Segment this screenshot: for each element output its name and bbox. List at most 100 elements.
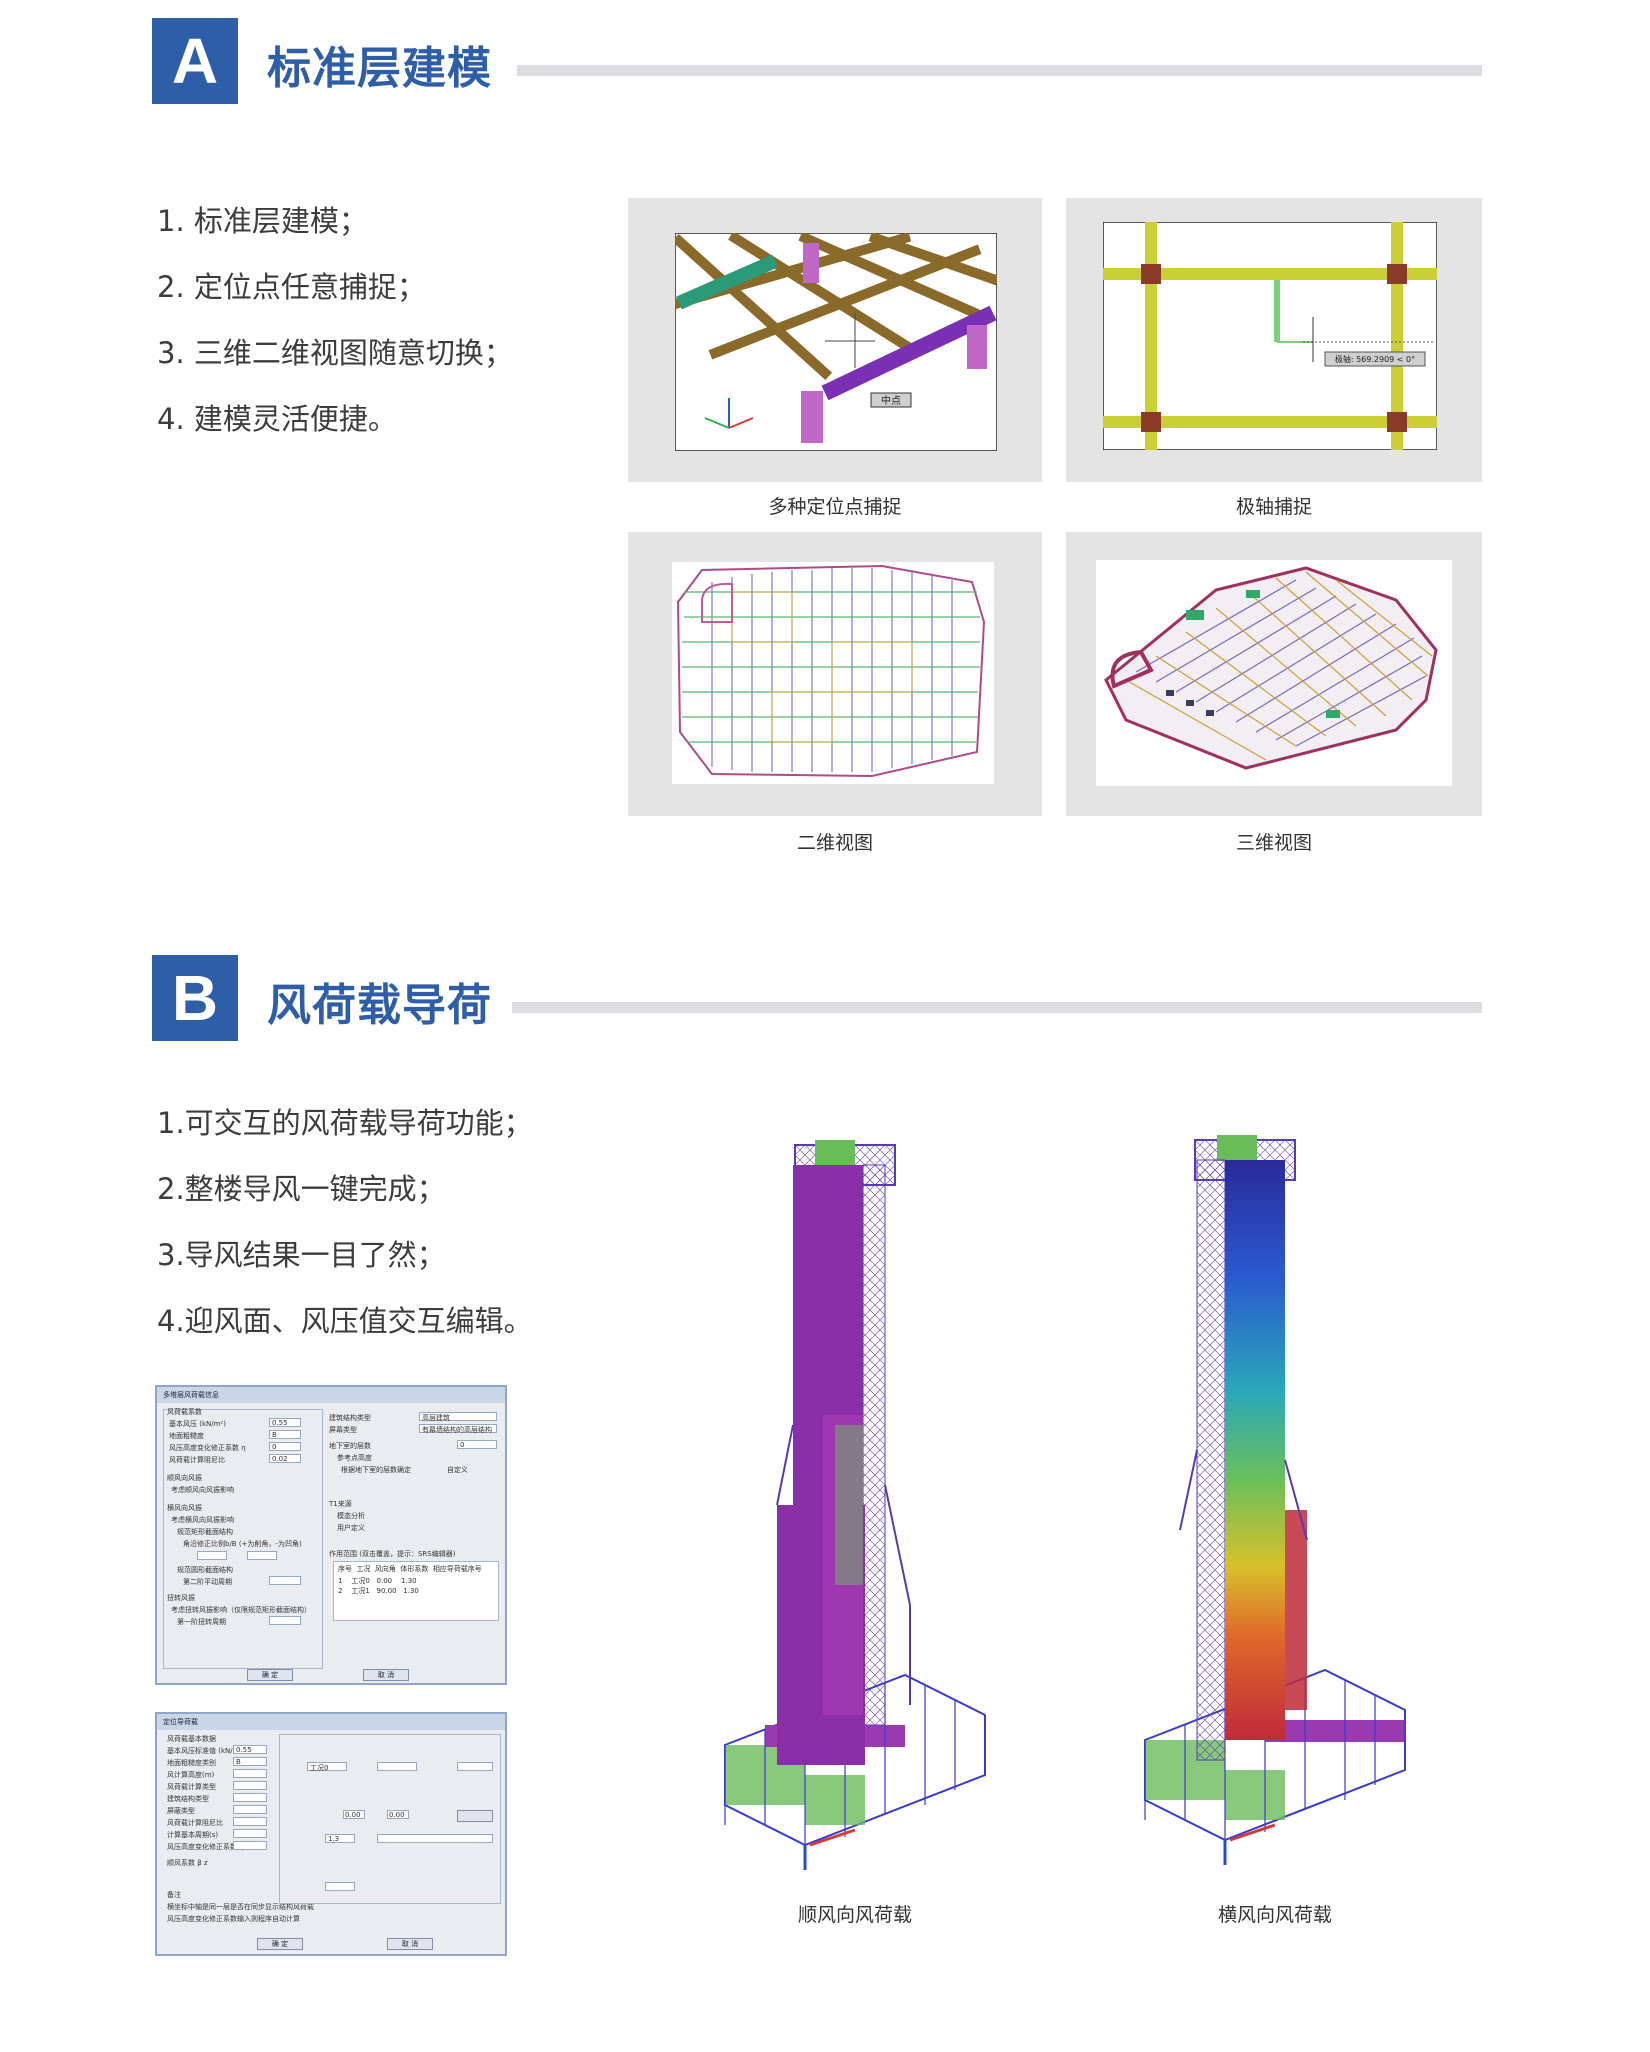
structure-type-select[interactable]: 高层建筑 <box>419 1412 497 1422</box>
caption-cross-wind: 横风向风荷载 <box>1217 1904 1332 1926</box>
checkbox-torsion-wind[interactable]: 考虑扭转风振影响（仅限规范矩形截面结构） <box>171 1606 311 1614</box>
face-y-input[interactable]: 0.00 <box>387 1810 409 1819</box>
snap-points-figure: 中点 <box>675 233 997 451</box>
local-wind-load-dialog: 定位导荷载 风荷载基本数据 基本风压标准值 (kN/m²) 0.55 地面粗糙度… <box>155 1712 507 1956</box>
shield-type-select[interactable]: 有幕墙结构的高层结构 <box>419 1424 497 1434</box>
feature-item: 2. 定位点任意捕捉； <box>157 270 426 304</box>
dialog-label: 建筑结构类型 <box>167 1795 209 1803</box>
dialog-label: 计算基本周期(s) <box>167 1831 219 1839</box>
dialog-label: 地面粗糙度 <box>169 1432 204 1440</box>
plan-2d-figure <box>672 562 994 784</box>
checkbox-wind-basic[interactable]: 风荷载基本数据 <box>167 1735 216 1743</box>
dialog-label: 顺风向风振 <box>167 1474 202 1482</box>
cancel-button[interactable]: 取 消 <box>363 1669 409 1681</box>
table-row[interactable]: 2 工况1 90.00 1.30 <box>338 1587 419 1595</box>
dialog-label: 作用范围 (双击覆盖，提示：SRS编辑器) <box>329 1550 456 1558</box>
shape-mode-select[interactable] <box>377 1834 493 1843</box>
dialog-label: 备注 <box>167 1891 181 1899</box>
dialog-label: 第一阶扭转周期 <box>177 1618 226 1626</box>
dialog-label: 地下室的层数 <box>329 1442 371 1450</box>
polar-snap-figure: 极轴: 569.2909 < 0° <box>1103 222 1437 450</box>
dialog-label: 屏幕类型 <box>329 1426 357 1434</box>
panel-snap-points: 中点 <box>628 198 1042 482</box>
dialog-label: 地面粗糙度类别 <box>167 1759 216 1767</box>
dialog-label: 扭转风振 <box>167 1594 195 1602</box>
table-row[interactable]: 1 工况0 0.00 1.30 <box>338 1577 417 1585</box>
radio-by-basement[interactable]: 根据地下室的层数确定 <box>341 1466 411 1474</box>
ok-button[interactable]: 确 定 <box>247 1669 293 1681</box>
apply-button[interactable] <box>457 1810 493 1822</box>
checkbox-along-wind[interactable]: 考虑顺风向风振影响 <box>171 1486 234 1494</box>
height-factor-input[interactable] <box>233 1841 267 1850</box>
shape-factor-input[interactable]: 1.3 <box>325 1834 355 1843</box>
basic-wind-pressure-input[interactable]: 0.55 <box>269 1418 301 1427</box>
period-input[interactable] <box>233 1829 267 1838</box>
radio-modal-analysis[interactable]: 模态分析 <box>337 1512 365 1520</box>
feature-item: 3.导风结果一目了然； <box>157 1238 446 1272</box>
checkbox-beta-z[interactable]: 顺风系数 β z <box>167 1859 208 1867</box>
wind-load-info-dialog: 多塔层风荷载信息 风荷载系数 基本风压 (kN/m²) 0.55 地面粗糙度 B… <box>155 1385 507 1685</box>
section-a-header: A 标准层建模 <box>152 18 1482 104</box>
caption-polar-snap: 极轴捕捉 <box>1235 496 1312 518</box>
caption-along-wind: 顺风向风荷载 <box>797 1904 912 1926</box>
corner-y-input[interactable] <box>247 1551 277 1560</box>
dialog-label: 基本风压标准值 (kN/m²) <box>167 1747 245 1755</box>
dialog-note: 风压高度变化修正系数输入则程序自动计算 <box>167 1915 300 1923</box>
dialog-label: 风荷载系数 <box>167 1408 202 1416</box>
radio-custom[interactable]: 自定义 <box>447 1466 468 1474</box>
height-factor-input[interactable]: 0 <box>269 1442 301 1451</box>
section-a-feature-list: 1. 标准层建模； 2. 定位点任意捕捉； 3. 三维二维视图随意切换； 4. … <box>157 200 513 464</box>
radio-round-section[interactable]: 规范圆形截面结构 <box>177 1566 233 1574</box>
roughness-select[interactable]: B <box>269 1430 301 1439</box>
section-b-feature-list: 1.可交互的风荷载导荷功能； 2.整楼导风一键完成； 3.导风结果一目了然； 4… <box>157 1102 533 1366</box>
section-b-header: B 风荷载导荷 <box>152 955 1482 1041</box>
damping-input[interactable]: 0.02 <box>269 1454 301 1463</box>
second-period-input[interactable] <box>269 1576 301 1585</box>
basement-count-input[interactable]: 0 <box>457 1440 497 1449</box>
dialog-label: 风计算高度(m) <box>167 1771 215 1779</box>
angle-select[interactable] <box>377 1762 417 1771</box>
wind-pressure-input[interactable]: 0.55 <box>233 1745 267 1754</box>
torsion-period-input[interactable] <box>269 1616 301 1625</box>
table-header: 序号 工况 风向角 体形系数 相应导荷载序号 <box>338 1565 482 1573</box>
feature-item: 4. 建模灵活便捷。 <box>157 402 397 436</box>
radio-user-defined[interactable]: 用户定义 <box>337 1524 365 1532</box>
dialog-label: 风压高度变化修正系数 η <box>169 1444 246 1452</box>
load-value-input[interactable] <box>457 1762 493 1771</box>
checkbox-cross-wind[interactable]: 考虑横风向风振影响 <box>171 1516 234 1524</box>
dialog-title: 多塔层风荷载信息 <box>157 1387 505 1403</box>
wind-calc-type-select[interactable] <box>233 1781 267 1790</box>
ok-button[interactable]: 确 定 <box>257 1938 303 1950</box>
wind-factor-input[interactable] <box>325 1882 355 1891</box>
caption-2d-view: 二维视图 <box>796 832 873 854</box>
section-b-badge: B <box>152 955 238 1041</box>
caption-3d-view: 三维视图 <box>1235 832 1312 854</box>
damping-input[interactable] <box>233 1817 267 1826</box>
polar-tooltip-text: 极轴: 569.2909 < 0° <box>1335 354 1415 364</box>
feature-item: 1. 标准层建模； <box>157 204 368 238</box>
along-wind-tower-figure <box>724 1140 986 1870</box>
dialog-label: 基本风压 (kN/m²) <box>169 1420 226 1428</box>
shield-type-select[interactable] <box>233 1805 267 1814</box>
roughness-select[interactable]: B <box>233 1757 267 1766</box>
section-a-title: 标准层建模 <box>267 43 492 94</box>
panel-3d-view <box>1066 532 1482 816</box>
cross-wind-tower-figure <box>1144 1135 1406 1865</box>
dialog-label: 风荷载计算阻尼比 <box>167 1819 223 1827</box>
dialog-title: 定位导荷载 <box>157 1714 505 1730</box>
dialog-label: 建筑结构类型 <box>329 1414 371 1422</box>
cancel-button[interactable]: 取 消 <box>387 1938 433 1950</box>
dialog-label: 屏蔽类型 <box>167 1807 195 1815</box>
calc-height-input[interactable] <box>233 1769 267 1778</box>
structure-type-select[interactable] <box>233 1793 267 1802</box>
corner-x-input[interactable] <box>197 1551 227 1560</box>
face-x-input[interactable]: 0.00 <box>343 1810 365 1819</box>
section-a-badge: A <box>152 18 238 104</box>
section-b-divider <box>512 1002 1482 1013</box>
case-select[interactable]: 工况0 <box>307 1762 347 1772</box>
dialog-label: 风压高度变化修正系数 η <box>167 1843 244 1851</box>
radio-rect-section[interactable]: 规范矩形截面结构 <box>177 1528 233 1536</box>
section-b-title: 风荷载导荷 <box>267 980 492 1031</box>
dialog-label: 角沿修正比例b/B (+为削角，-为凹角) <box>183 1540 302 1548</box>
dialog-note: 横坐标中轴是同一层是否在同步显示结构风荷载 <box>167 1903 314 1911</box>
